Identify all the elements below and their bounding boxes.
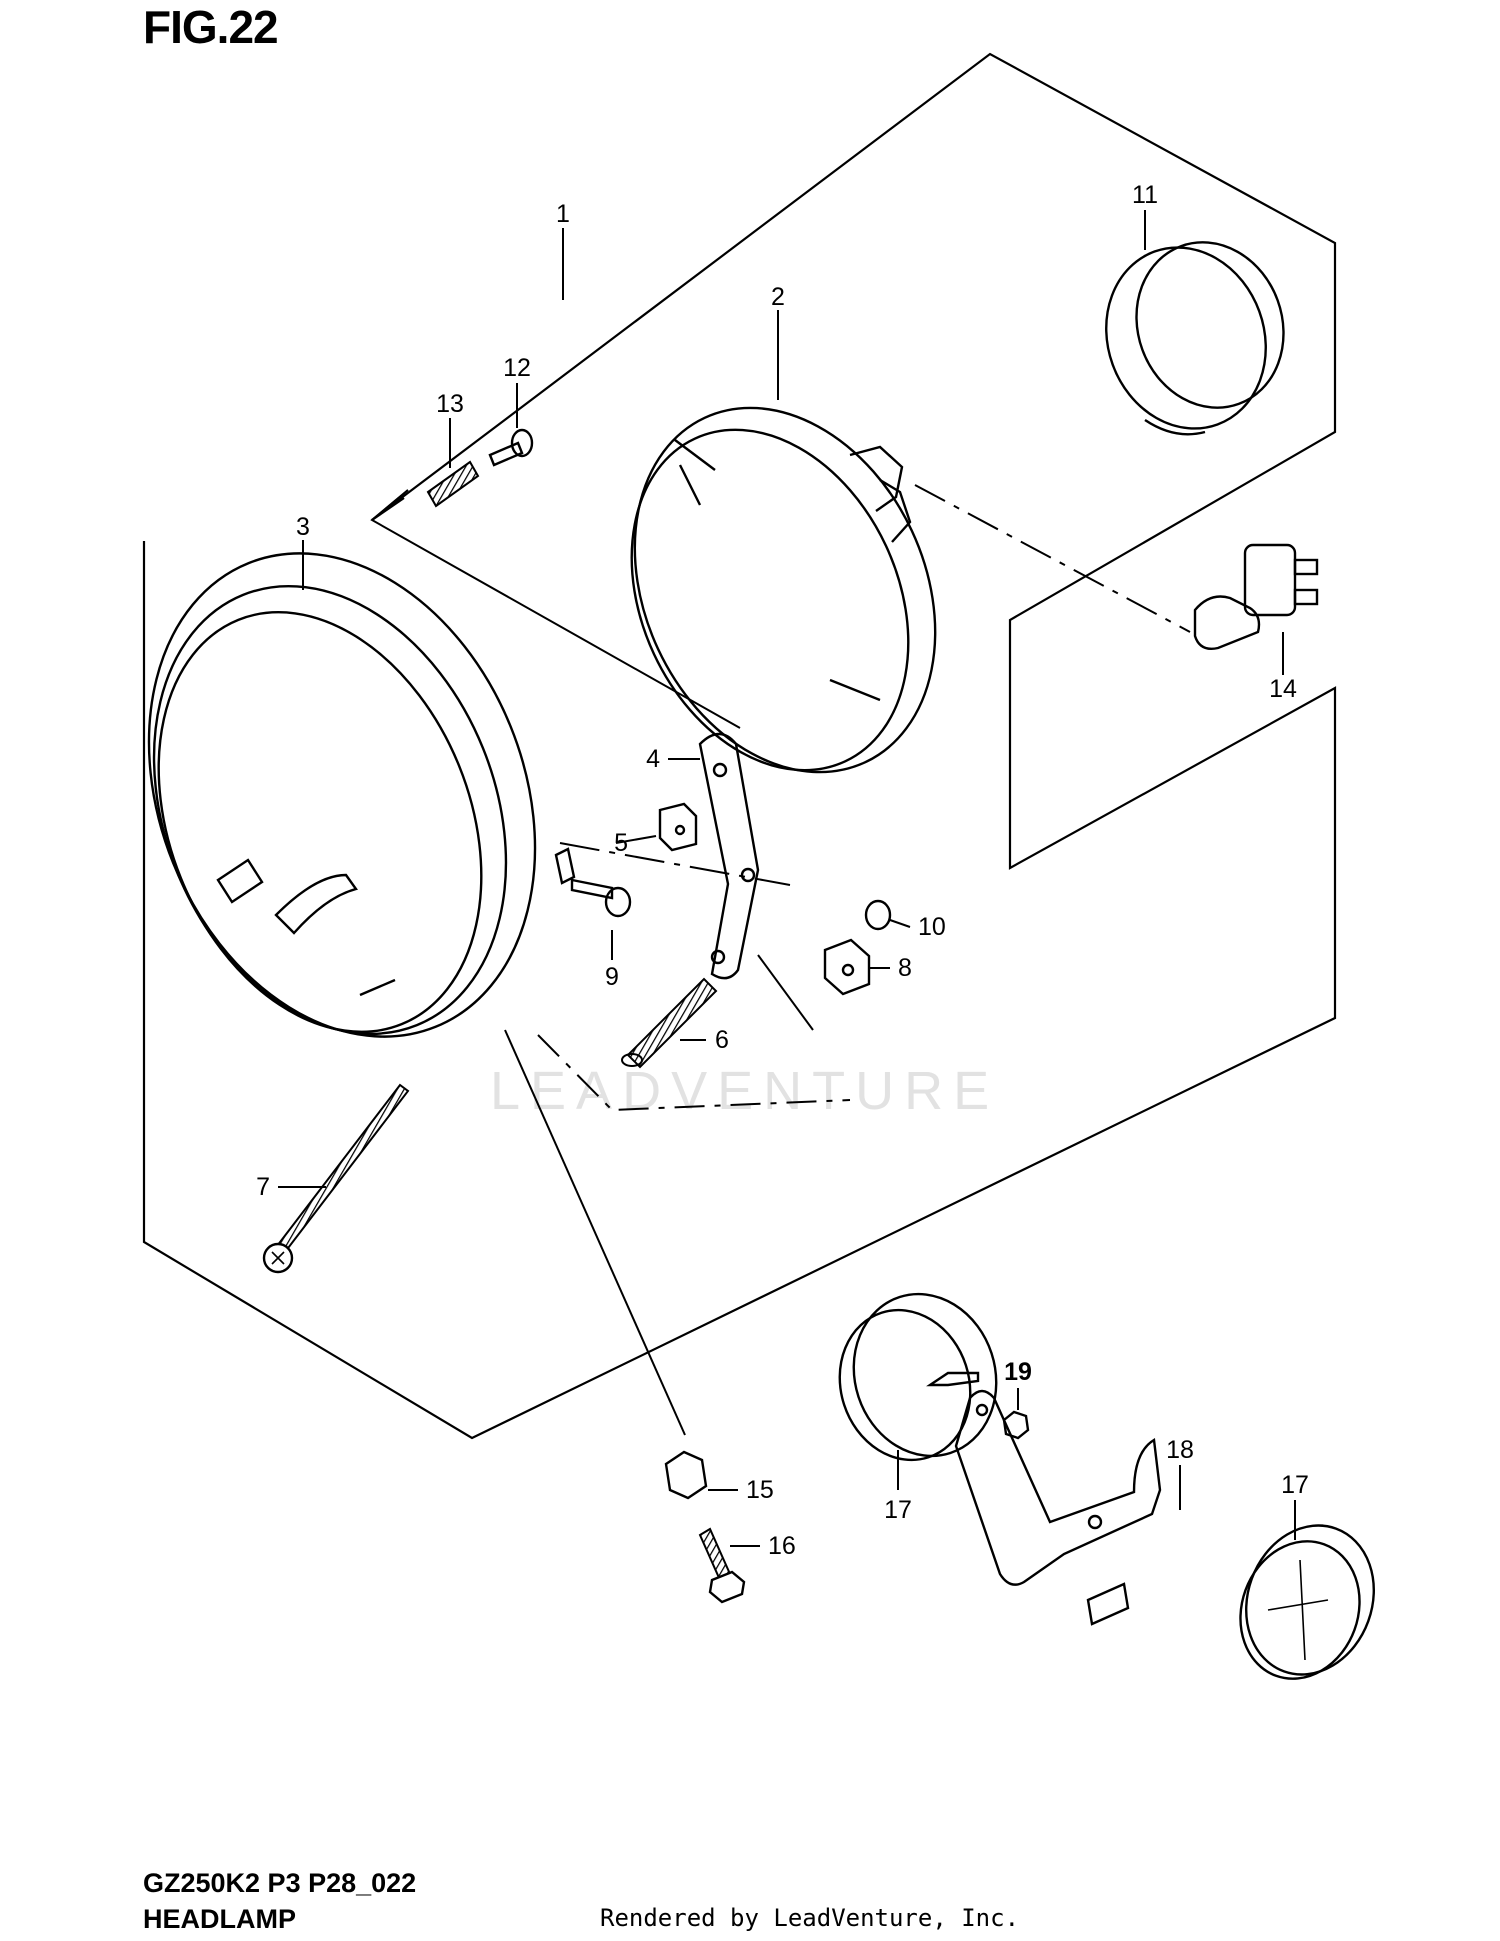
- callout-8: 8: [898, 954, 912, 982]
- reflector-part-17-right: [1239, 1524, 1375, 1680]
- callout-2: 2: [771, 283, 785, 311]
- cap-nut-part-10: [864, 899, 892, 931]
- callout-9: 9: [605, 963, 619, 991]
- callout-17-right: 17: [1281, 1471, 1309, 1499]
- callout-15: 15: [746, 1476, 774, 1504]
- model-code: GZ250K2 P3 P28_022: [143, 1868, 417, 1898]
- nut-part-8: [823, 938, 871, 996]
- callout-5: 5: [614, 829, 628, 857]
- callouts: 1 2 3 4 5 6 7 8 9 10 11 12 13 14 15 16 1…: [256, 181, 1309, 1560]
- leader-lines: [278, 210, 1296, 1547]
- callout-14: 14: [1269, 675, 1297, 703]
- callout-11: 11: [1132, 181, 1158, 209]
- headlamp-rim-part-3: [147, 552, 576, 1038]
- nut-part-19: [1002, 1410, 1030, 1440]
- callout-4: 4: [646, 745, 660, 773]
- callout-18: 18: [1166, 1436, 1194, 1464]
- bracket-part-18: [954, 1389, 1162, 1626]
- callout-6: 6: [715, 1026, 729, 1054]
- figure-title: FIG.22: [143, 1, 279, 53]
- nut-part-15: [664, 1450, 708, 1500]
- screw-part-9: [570, 878, 632, 918]
- rubber-cover-part-11: [1105, 241, 1285, 436]
- callout-3: 3: [296, 513, 310, 541]
- spring-part-13: [426, 460, 480, 508]
- bolt-part-16: [698, 1527, 746, 1604]
- reflector-part-17-left: [838, 1292, 998, 1462]
- adjusting-screw-part-7: [262, 1083, 410, 1274]
- callout-19: 19: [1004, 1358, 1032, 1386]
- connection-lines: [370, 484, 1191, 1436]
- assembly-outline-edges: [144, 490, 404, 541]
- bracket-part-4: [698, 732, 760, 980]
- nut-part-5: [658, 802, 698, 852]
- callout-13: 13: [436, 390, 464, 418]
- callout-1: 1: [556, 200, 570, 228]
- callout-16: 16: [768, 1532, 796, 1560]
- callout-7: 7: [256, 1173, 270, 1201]
- screw-part-12: [488, 428, 534, 467]
- section-name: HEADLAMP: [143, 1904, 296, 1934]
- spring-part-6: [621, 977, 718, 1069]
- render-credit: Rendered by LeadVenture, Inc.: [600, 1904, 1020, 1932]
- bulb-part-14: [1193, 543, 1319, 650]
- callout-17-left: 17: [884, 1496, 912, 1524]
- callout-10: 10: [918, 913, 946, 941]
- sealed-beam-unit-part-2: [630, 406, 937, 774]
- callout-12: 12: [503, 354, 531, 382]
- watermark: LEADVENTURE: [490, 1061, 1000, 1121]
